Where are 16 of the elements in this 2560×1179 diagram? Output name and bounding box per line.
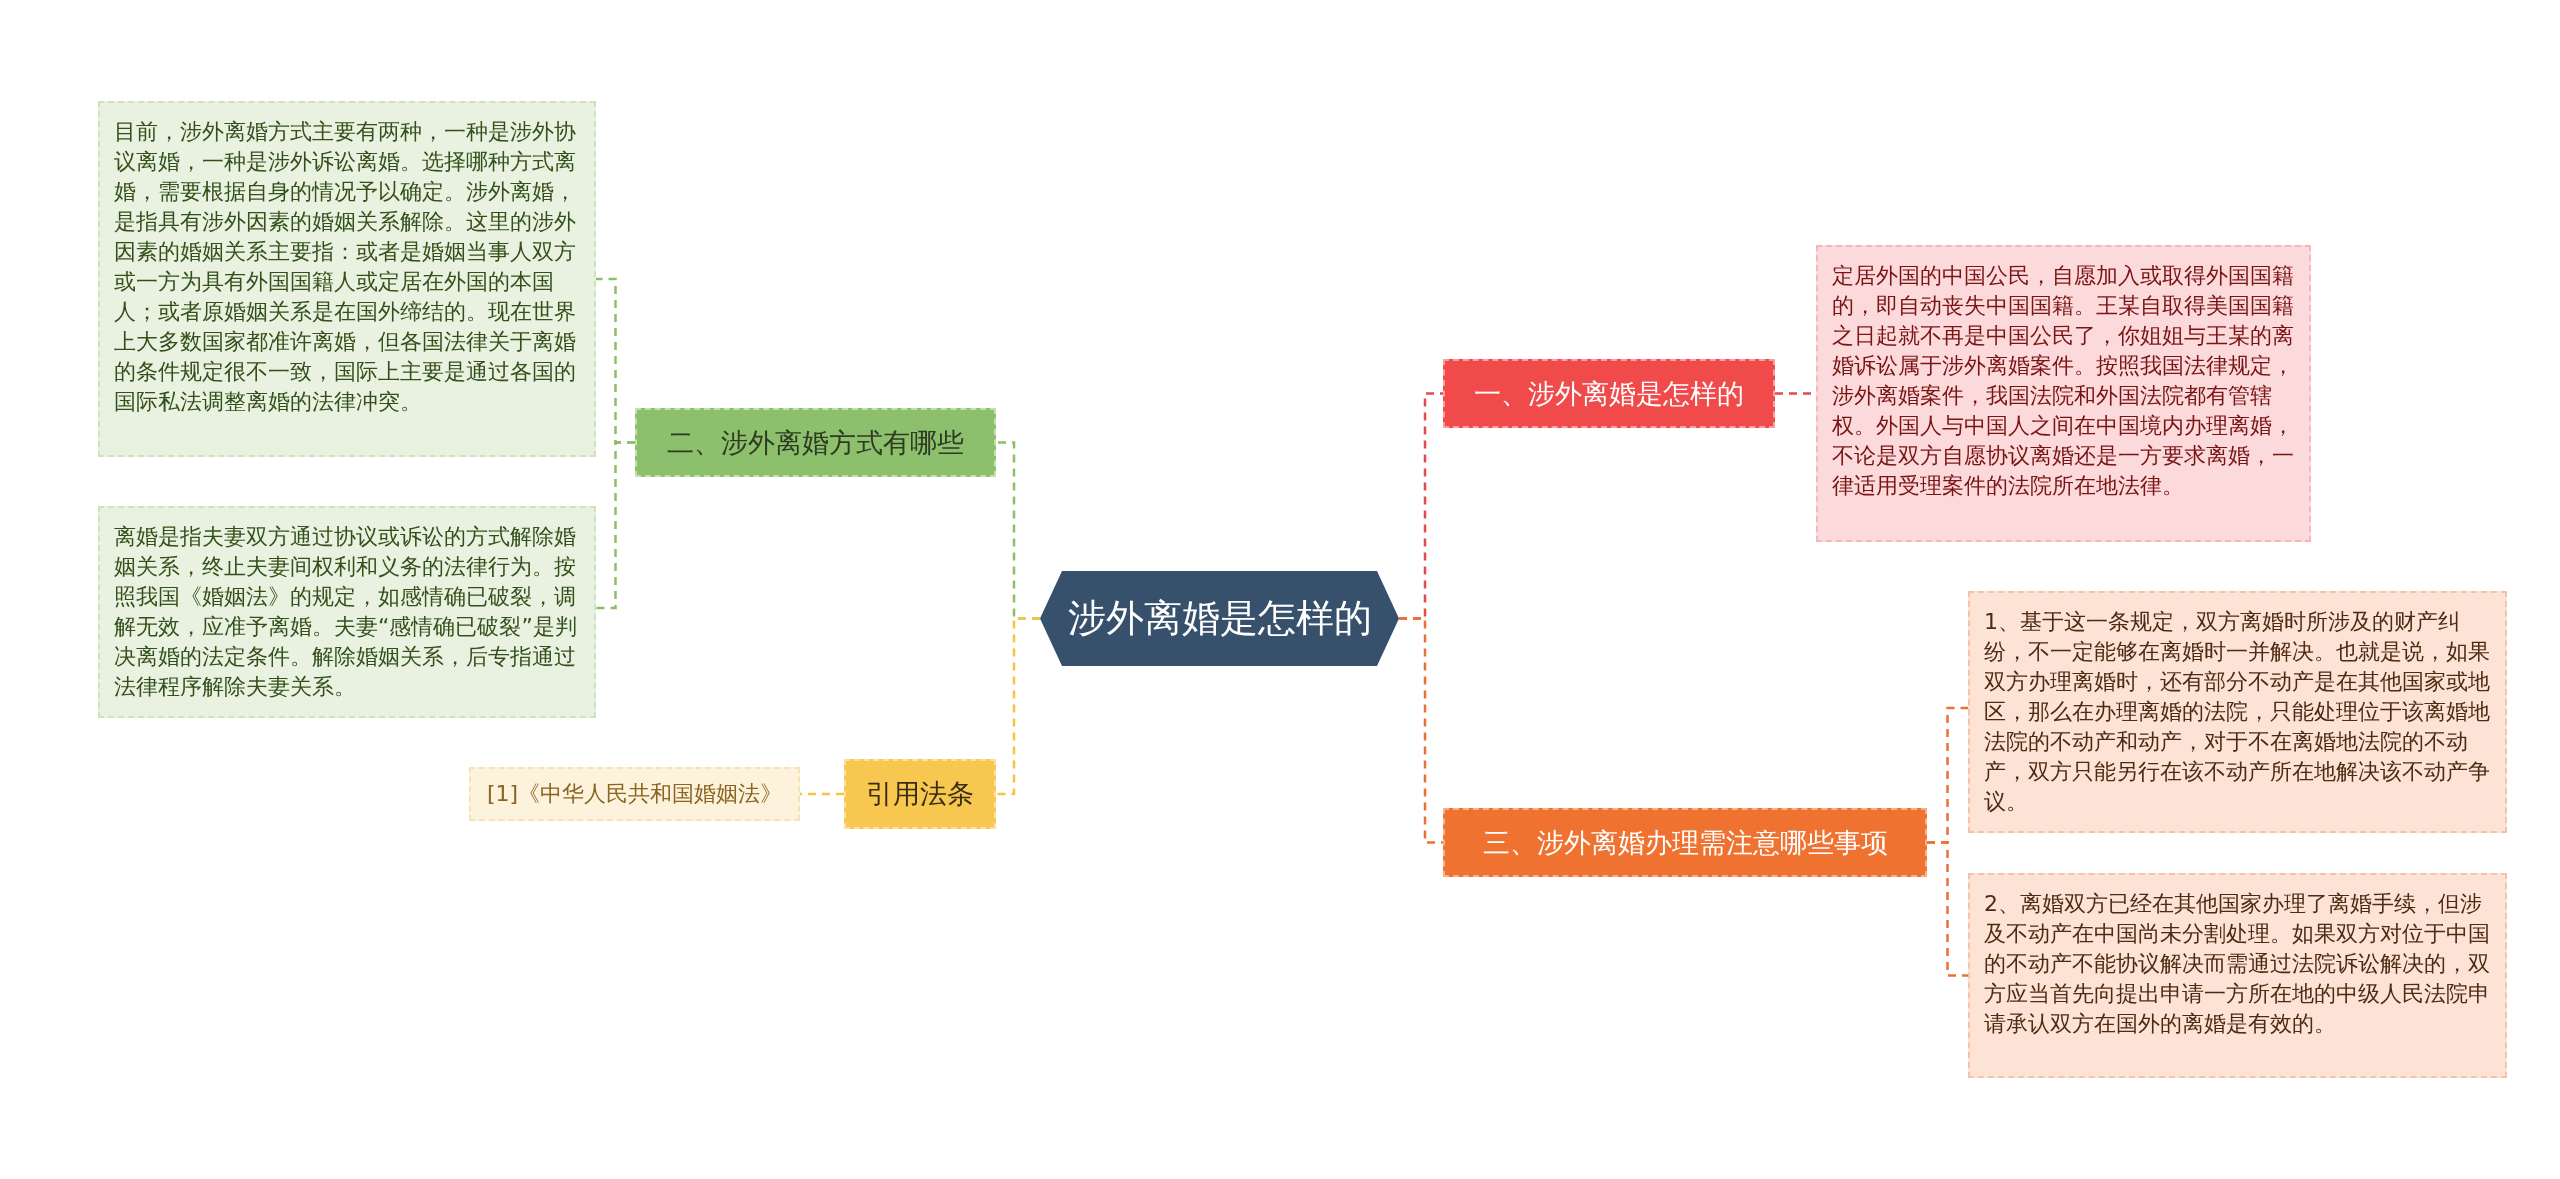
branch-box: 引用法条 [844, 759, 996, 829]
connector [1927, 841, 1968, 977]
branch-box: 二、涉外离婚方式有哪些 [635, 408, 996, 477]
branch-box: 一、涉外离婚是怎样的 [1443, 359, 1775, 428]
note-box: 2、离婚双方已经在其他国家办理了离婚手续，但涉及不动产在中国尚未分割处理。如果双方对位于中国的不动产不能协议解决而需通过法院诉讼解决的，双方应当首先向提出申请一方所在地的中级人民法院申请承认双方在国外的离婚是有效的。 [1968, 873, 2507, 1078]
connector [800, 792, 844, 796]
note-box: 1、基于这一条规定，双方离婚时所涉及的财产纠纷，不一定能够在离婚时一并解决。也就是说，如果双方办理离婚时，还有部分不动产是在其他国家或地区，那么在办理离婚的法院，只能处理位于该离婚地法院的不动产和动产，对于不在离婚地法院的不动产，双方只能另行在该不动产所在地解决该不动产争议。 [1968, 591, 2507, 833]
citation-box: [1]《中华人民共和国婚姻法》 [469, 767, 800, 821]
note-box: 离婚是指夫妻双方通过协议或诉讼的方式解除婚姻关系，终止夫妻间权利和义务的法律行为。按照我国《婚姻法》的规定，如感情确已破裂，调解无效，应准予离婚。夫妻“感情确已破裂”是判决离婚的法定条件。解除婚姻关系，后专指通过法律程序解除夫妻关系。 [98, 506, 596, 718]
connector [1399, 617, 1443, 844]
branch-box: 三、涉外离婚办理需注意哪些事项 [1443, 808, 1927, 877]
connector [996, 617, 1040, 796]
note-box: 定居外国的中国公民，自愿加入或取得外国国籍的，即自动丧失中国国籍。王某自取得美国国籍之日起就不再是中国公民了，你姐姐与王某的离婚诉讼属于涉外离婚案件。按照我国法律规定，涉外离婚案件，我国法院和外国法院都有管辖权。外国人与中国人之间在中国境内办理离婚，不论是双方自愿协议离婚还是一方要求离婚，一律适用受理案件的法院所在地法律。 [1816, 245, 2311, 542]
connector [596, 441, 635, 610]
central-topic: 涉外离婚是怎样的 [1040, 571, 1399, 666]
note-box: 目前，涉外离婚方式主要有两种，一种是涉外协议离婚，一种是涉外诉讼离婚。选择哪种方式离婚，需要根据自身的情况予以确定。涉外离婚，是指具有涉外因素的婚姻关系解除。这里的涉外因素的婚姻关系主要指：或者是婚姻当事人双方或一方为具有外国国籍人或定居在外国的本国人；或者原婚姻关系是在国外缔结的。现在世界上大多数国家都准许离婚，但各国法律关于离婚的条件规定很不一致，国际上主要是通过各国的国际私法调整离婚的法律冲突。 [98, 101, 596, 457]
